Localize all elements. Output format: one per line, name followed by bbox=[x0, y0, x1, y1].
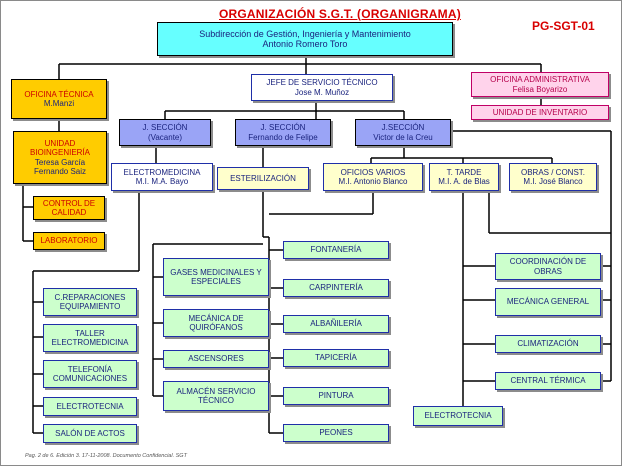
seccion-2-box: J. SECCIÓN Fernando de Felipe bbox=[235, 119, 331, 146]
seccion-1-title: J. SECCIÓN bbox=[142, 123, 188, 133]
peones-label: PEONES bbox=[319, 428, 353, 438]
mecanica-quirofanos-box: MECÁNICA DE QUIRÓFANOS bbox=[163, 309, 269, 337]
bioingenieria-line1: UNIDAD bbox=[44, 139, 76, 149]
page-title: ORGANIZACIÓN S.G.T. (ORGANIGRAMA) bbox=[219, 7, 461, 21]
mecanica-general-label: MECÁNICA GENERAL bbox=[506, 297, 590, 307]
coordinacion-obras-box: COORDINACIÓN DE OBRAS bbox=[495, 253, 601, 280]
climatizacion-label: CLIMATIZACIÓN bbox=[517, 339, 579, 349]
turno-tarde-name: M.I. A. de Blas bbox=[438, 177, 490, 186]
laboratorio-box: LABORATORIO bbox=[33, 232, 105, 250]
electromedicina-title: ELECTROMEDICINA bbox=[123, 167, 201, 177]
mecanica-quirofanos-label: MECÁNICA DE QUIRÓFANOS bbox=[188, 313, 244, 332]
salon-actos-box: SALÓN DE ACTOS bbox=[43, 424, 137, 443]
almacen-box: ALMACÉN SERVICIO TÉCNICO bbox=[163, 381, 269, 411]
oficios-varios-box: OFICIOS VARIOS M.I. Antonio Blanco bbox=[323, 163, 423, 191]
oficina-administrativa-title: OFICINA ADMINISTRATIVA bbox=[490, 75, 590, 85]
electrotecnia-left-label: ELECTROTECNIA bbox=[56, 401, 124, 411]
obras-name: M.I. José Blanco bbox=[523, 177, 583, 186]
unidad-inventario-box: UNIDAD DE INVENTARIO bbox=[471, 105, 609, 120]
control-calidad-line2: CALIDAD bbox=[51, 208, 87, 217]
bioingenieria-box: UNIDAD BIOINGENIERÍA Teresa García Ferna… bbox=[13, 131, 107, 184]
jefe-servicio-title: JEFE DE SERVICIO TÉCNICO bbox=[266, 78, 378, 88]
electrotecnia-tarde-label: ELECTROTECNIA bbox=[424, 411, 492, 421]
almacen-label: ALMACÉN SERVICIO TÉCNICO bbox=[176, 386, 256, 405]
albanileria-label: ALBAÑILERÍA bbox=[310, 319, 362, 329]
jefe-servicio-box: JEFE DE SERVICIO TÉCNICO Jose M. Muñoz bbox=[251, 74, 393, 101]
seccion-2-name: Fernando de Felipe bbox=[248, 132, 318, 142]
subdireccion-name: Antonio Romero Toro bbox=[262, 39, 348, 49]
reparaciones-label: C.REPARACIONES EQUIPAMIENTO bbox=[54, 292, 126, 311]
obras-box: OBRAS / CONST. M.I. José Blanco bbox=[509, 163, 597, 191]
ascensores-label: ASCENSORES bbox=[188, 354, 244, 364]
oficios-varios-name: M.I. Antonio Blanco bbox=[338, 177, 408, 186]
fontaneria-box: FONTANERÍA bbox=[283, 241, 389, 259]
control-calidad-line1: CONTROL DE bbox=[42, 198, 96, 208]
footer-note: Pag. 2 de 6. Edición 3. 17-11-2008. Docu… bbox=[25, 453, 187, 459]
oficina-tecnica-title: OFICINA TÉCNICA bbox=[24, 89, 94, 99]
turno-tarde-title: T. TARDE bbox=[446, 167, 482, 177]
bioingenieria-line3: Teresa García bbox=[34, 157, 86, 167]
oficina-tecnica-box: OFICINA TÉCNICA M.Manzi bbox=[11, 79, 107, 119]
seccion-3-name: Victor de la Creu bbox=[373, 132, 433, 142]
mecanica-general-box: MECÁNICA GENERAL bbox=[495, 288, 601, 316]
esterilizacion-box: ESTERILIZACIÓN bbox=[217, 167, 309, 190]
unidad-inventario-title: UNIDAD DE INVENTARIO bbox=[492, 107, 588, 117]
carpinteria-box: CARPINTERÍA bbox=[283, 279, 389, 297]
telefonia-box: TELEFONÍA COMUNICACIONES bbox=[43, 360, 137, 388]
oficina-administrativa-name: Felisa Boyarizo bbox=[512, 84, 568, 94]
document-code: PG-SGT-01 bbox=[532, 19, 595, 33]
telefonia-label: TELEFONÍA COMUNICACIONES bbox=[52, 364, 128, 383]
bioingenieria-line4: Fernando Saiz bbox=[33, 166, 87, 176]
laboratorio-title: LABORATORIO bbox=[40, 236, 98, 246]
seccion-3-title: J.SECCIÓN bbox=[381, 123, 425, 133]
obras-title: OBRAS / CONST. bbox=[520, 167, 585, 177]
seccion-1-box: J. SECCIÓN (Vacante) bbox=[119, 119, 211, 146]
seccion-2-title: J. SECCIÓN bbox=[260, 123, 306, 133]
central-termica-label: CENTRAL TÉRMICA bbox=[510, 376, 586, 386]
pintura-box: PINTURA bbox=[283, 387, 389, 405]
climatizacion-box: CLIMATIZACIÓN bbox=[495, 335, 601, 353]
jefe-servicio-name: Jose M. Muñoz bbox=[294, 87, 350, 97]
taller-electromedicina-box: TALLER ELECTROMEDICINA bbox=[43, 324, 137, 352]
pintura-label: PINTURA bbox=[318, 391, 354, 401]
ascensores-box: ASCENSORES bbox=[163, 350, 269, 368]
oficios-varios-title: OFICIOS VARIOS bbox=[340, 167, 406, 177]
oficina-administrativa-box: OFICINA ADMINISTRATIVA Felisa Boyarizo bbox=[471, 72, 609, 97]
tapiceria-box: TAPICERÍA bbox=[283, 349, 389, 367]
carpinteria-label: CARPINTERÍA bbox=[309, 283, 363, 293]
oficina-tecnica-name: M.Manzi bbox=[43, 99, 75, 108]
gases-label: GASES MEDICINALES Y ESPECIALES bbox=[170, 267, 262, 286]
albanileria-box: ALBAÑILERÍA bbox=[283, 315, 389, 333]
gases-box: GASES MEDICINALES Y ESPECIALES bbox=[163, 258, 269, 296]
tapiceria-label: TAPICERÍA bbox=[315, 353, 357, 363]
electromedicina-name: M.I. M.A. Bayo bbox=[135, 177, 189, 186]
electrotecnia-left-box: ELECTROTECNIA bbox=[43, 397, 137, 416]
turno-tarde-box: T. TARDE M.I. A. de Blas bbox=[429, 163, 499, 191]
peones-box: PEONES bbox=[283, 424, 389, 442]
reparaciones-box: C.REPARACIONES EQUIPAMIENTO bbox=[43, 288, 137, 316]
bioingenieria-line2: BIOINGENIERÍA bbox=[29, 148, 90, 158]
electromedicina-box: ELECTROMEDICINA M.I. M.A. Bayo bbox=[111, 163, 213, 191]
salon-actos-label: SALÓN DE ACTOS bbox=[55, 428, 125, 438]
central-termica-box: CENTRAL TÉRMICA bbox=[495, 372, 601, 390]
taller-electromedicina-label: TALLER ELECTROMEDICINA bbox=[51, 328, 129, 347]
electrotecnia-tarde-box: ELECTROTECNIA bbox=[413, 406, 503, 426]
subdireccion-title: Subdirección de Gestión, Ingeniería y Ma… bbox=[199, 28, 411, 39]
seccion-1-name: (Vacante) bbox=[147, 132, 183, 142]
esterilizacion-title: ESTERILIZACIÓN bbox=[230, 173, 296, 183]
fontaneria-label: FONTANERÍA bbox=[310, 245, 362, 255]
control-calidad-box: CONTROL DE CALIDAD bbox=[33, 196, 105, 220]
coordinacion-obras-label: COORDINACIÓN DE OBRAS bbox=[509, 257, 587, 276]
subdireccion-box: Subdirección de Gestión, Ingeniería y Ma… bbox=[157, 22, 453, 56]
seccion-3-box: J.SECCIÓN Victor de la Creu bbox=[355, 119, 451, 146]
